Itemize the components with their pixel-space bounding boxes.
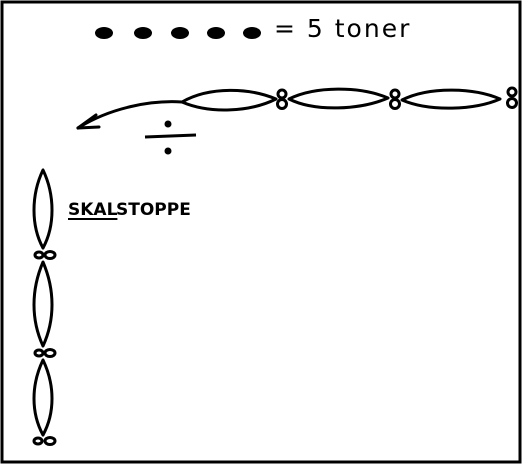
loop-separator-icon: [276, 88, 288, 110]
loop-separator-icon: [32, 436, 57, 446]
loop-separator-icon: [33, 250, 57, 260]
horizontal-slur-chain: [180, 86, 518, 112]
filled-dot-icon: [207, 27, 225, 39]
stoppe-label: STOPPE: [116, 200, 191, 220]
skal-label: SKAL: [68, 200, 118, 220]
filled-dot-icon: [95, 27, 113, 39]
loop-separator-icon: [389, 88, 401, 110]
curved-arrow-icon: [76, 100, 184, 130]
loop-separator-icon: [33, 348, 57, 358]
filled-dot-icon: [171, 27, 189, 39]
slur-oval-icon: [32, 168, 54, 250]
loop-separator-icon: [506, 86, 518, 109]
filled-dot-icon: [134, 27, 152, 39]
division-symbol-icon: [144, 120, 197, 155]
legend-text: = 5 toner: [274, 14, 412, 43]
slur-oval-icon: [287, 87, 390, 110]
slur-oval-icon: [180, 88, 278, 112]
slur-oval-icon: [32, 260, 54, 348]
filled-dot-icon: [243, 27, 261, 39]
slur-oval-icon: [32, 358, 54, 437]
legend-dots: [95, 27, 261, 39]
slur-oval-icon: [400, 88, 502, 110]
vertical-slur-chain: [32, 168, 57, 446]
